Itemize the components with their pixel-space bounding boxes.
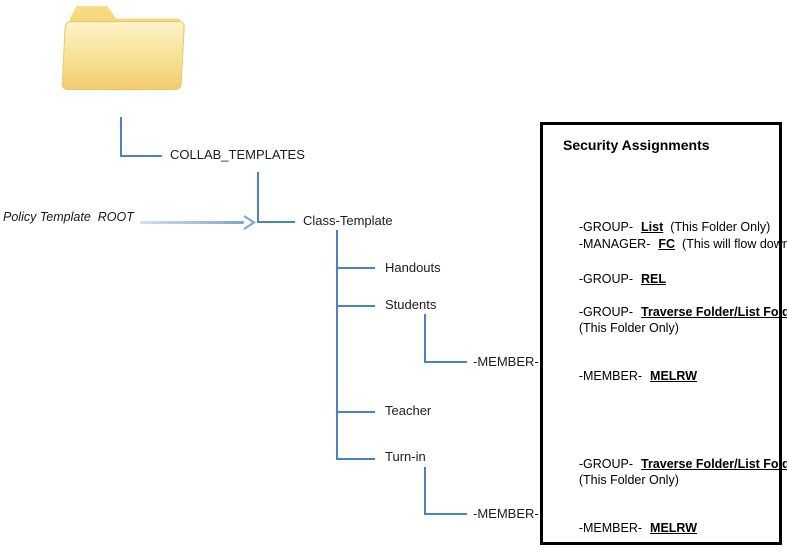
connector-collab-horizontal xyxy=(257,221,295,223)
row-prefix: -MEMBER- xyxy=(578,521,643,535)
students-member-label: -MEMBER- xyxy=(473,354,539,369)
connector-students-member-horizontal xyxy=(424,361,467,363)
collab-templates-label: COLLAB_TEMPLATES xyxy=(170,147,305,162)
row-permission: REL xyxy=(641,272,667,286)
security-row-manager-fc: -MANAGER- FC (This will flow down!) xyxy=(558,222,787,267)
row-note: (This Folder Only) xyxy=(670,220,771,234)
turnin-label: Turn-in xyxy=(385,449,426,464)
folder-front-panel xyxy=(61,21,185,90)
security-row-group-list: -GROUP- List (This Folder Only) xyxy=(558,205,770,250)
security-row-group-traverse-2: -GROUP- Traverse Folder/List Folder xyxy=(558,442,787,487)
teacher-label: Teacher xyxy=(385,403,432,418)
security-row-note-2: (This Folder Only) xyxy=(558,458,679,503)
connector-students-member-vertical xyxy=(424,314,426,363)
row-permission: FC xyxy=(658,237,676,251)
handouts-label: Handouts xyxy=(385,260,441,275)
connector-turnin-member-horizontal xyxy=(424,513,467,515)
policy-arrow-line xyxy=(140,221,244,224)
security-row-member-melrw-1: -MEMBER- MELRW xyxy=(558,354,704,399)
connector-folder-horizontal xyxy=(120,155,162,157)
students-label: Students xyxy=(385,297,437,312)
row-permission: MELRW xyxy=(650,369,698,383)
connector-turnin xyxy=(336,458,375,460)
row-prefix: -GROUP- xyxy=(578,220,634,234)
row-prefix: -GROUP- xyxy=(578,272,634,286)
row-note: (This Folder Only) xyxy=(578,321,679,335)
security-row-group-rel: -GROUP- REL xyxy=(558,257,673,302)
turnin-member-label: -MEMBER- xyxy=(473,506,539,521)
folder-icon xyxy=(61,3,188,101)
security-assignments-box: Security Assignments -GROUP- List (This Fo… xyxy=(540,122,787,545)
row-prefix: -MEMBER- xyxy=(578,369,643,383)
row-note: (This will flow down!) xyxy=(682,237,787,251)
policy-arrow-head-icon xyxy=(243,215,257,230)
row-permission: Traverse Folder/List Folder xyxy=(641,305,787,319)
security-row-group-traverse-1: -GROUP- Traverse Folder/List Folder xyxy=(558,290,787,335)
connector-students xyxy=(336,305,375,307)
connector-turnin-member-vertical xyxy=(424,467,426,515)
security-row-note-1: (This Folder Only) xyxy=(558,306,679,351)
row-prefix: -GROUP- xyxy=(578,457,634,471)
connector-folder-vertical xyxy=(120,117,122,157)
policy-template-root-label: Policy Template ROOT xyxy=(3,210,134,224)
row-prefix: -MANAGER- xyxy=(578,237,651,251)
class-template-label: Class-Template xyxy=(303,213,393,228)
connector-trunk-vertical xyxy=(336,230,338,460)
security-row-member-melrw-2: -MEMBER- MELRW xyxy=(558,506,704,551)
connector-collab-vertical xyxy=(257,172,259,223)
connector-handouts xyxy=(336,267,375,269)
row-permission: Traverse Folder/List Folder xyxy=(641,457,787,471)
security-assignments-title: Security Assignments xyxy=(563,137,710,153)
row-permission: MELRW xyxy=(650,521,698,535)
connector-teacher xyxy=(336,411,375,413)
row-prefix: -GROUP- xyxy=(578,305,634,319)
row-permission: List xyxy=(641,220,664,234)
row-note: (This Folder Only) xyxy=(578,473,679,487)
